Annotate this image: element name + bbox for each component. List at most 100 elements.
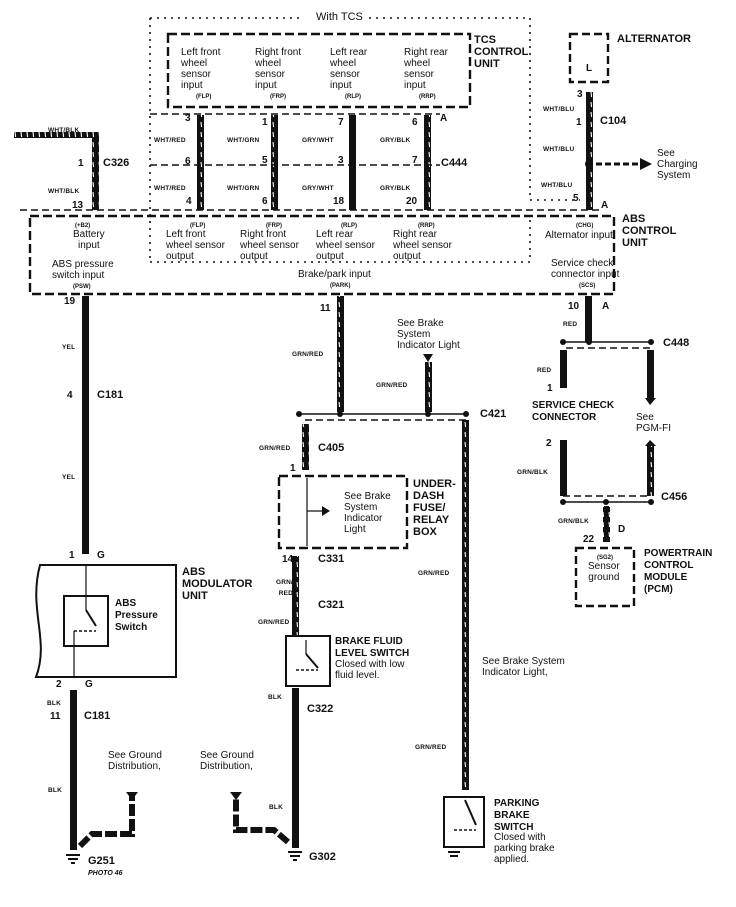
pgm-fi-arrow-icon: [645, 398, 656, 405]
see-charging-system: See Charging System: [657, 148, 698, 181]
wire-color: BLK: [268, 694, 282, 701]
tcs-pin: 4: [186, 196, 192, 207]
pin: 1: [547, 383, 553, 394]
wire-color: RED: [537, 367, 552, 374]
underdash-fuse-box: [277, 474, 409, 550]
parking-brake-wire: [462, 420, 469, 790]
pin: 22: [583, 534, 595, 545]
pin: 2: [56, 679, 62, 690]
see-ground-distribution: See Ground Distribution,: [108, 750, 162, 772]
tcs-input-rrp: Right rear wheel sensor input: [404, 47, 448, 91]
abs-alt-code: (CHG): [576, 223, 594, 229]
pin: 4: [67, 390, 73, 401]
wire-color: WHT/GRN: [227, 137, 260, 144]
abs-output-code: (FLP): [190, 223, 206, 229]
tcs-pin: 3: [185, 113, 191, 124]
wire-color: GRN/RED: [418, 570, 450, 577]
abs-alt-label: Alternator input: [545, 230, 613, 241]
pin: 1: [69, 550, 75, 561]
service-check-connector-name: SERVICE CHECK CONNECTOR: [532, 400, 615, 423]
pin: 11: [320, 303, 331, 314]
tcs-pin: 6: [412, 117, 418, 128]
connector-c456: C456: [661, 491, 688, 503]
tcs-input-rlp-code: (RLP): [345, 94, 361, 100]
tcs-pin: 3: [338, 155, 344, 166]
splice-dot: [585, 160, 593, 168]
photo-ref: PHOTO 46: [88, 870, 123, 877]
ground-g251-icon: [66, 854, 80, 864]
abs-battery-code: (+B2): [75, 223, 91, 229]
connector-c322: C322: [307, 703, 334, 715]
fuse-see-brake: See Brake System Indicator Light: [344, 491, 391, 535]
abs-pressure-label: ABS pressure switch input: [52, 259, 114, 281]
brake-park-wire: [337, 296, 344, 412]
connector-c104: C104: [600, 115, 627, 127]
wire-color: GRY/BLK: [380, 137, 411, 144]
abs-output-code: (FRP): [266, 223, 282, 229]
ground-g251: G251: [88, 855, 115, 867]
wire-color: RED: [563, 321, 578, 328]
abs-output-frp: Right front wheel sensor output: [240, 229, 299, 262]
abs-modulator-outline: [34, 564, 177, 678]
connector-c444: C444: [441, 157, 468, 169]
pin: 19: [64, 296, 76, 307]
tcs-input-rlp: Left rear wheel sensor input: [330, 47, 368, 91]
wire-color: YEL: [62, 474, 76, 481]
brake-fluid-switch-name: BRAKE FLUID LEVEL SWITCH: [335, 636, 410, 659]
pin-letter: G: [97, 550, 105, 561]
tcs-input-frp: Right front wheel sensor input: [255, 47, 302, 91]
abs-control-unit-box: [28, 214, 616, 296]
see-ground-distribution: See Ground Distribution,: [200, 750, 254, 772]
ground-distribution-wire-right: [233, 796, 290, 845]
ground-g302: G302: [309, 851, 336, 863]
wire-color: WHT/BLU: [541, 182, 573, 189]
pcm-sensor-ground: Sensor ground: [588, 561, 620, 583]
wire-color: GRN/RED: [292, 351, 324, 358]
charging-arrow-icon: [640, 158, 652, 170]
pin: 2: [546, 438, 552, 449]
connector-c181: C181: [97, 389, 124, 401]
abs-unit-name: ABS CONTROL UNIT: [622, 213, 677, 249]
alternator-terminal: L: [586, 63, 593, 74]
parking-brake-switch-box: [443, 796, 485, 848]
pcm-code: (SG2): [597, 555, 614, 561]
wire-color: BLK: [48, 787, 62, 794]
see-pgm-fi: See PGM-FI: [636, 412, 671, 434]
wire-color: YEL: [62, 344, 76, 351]
tcs-input-rrp-code: (RRP): [419, 94, 436, 100]
tcs-control-unit-box: [166, 32, 472, 109]
wire-color: GRN/BLK: [558, 518, 590, 525]
tcs-pin: 20: [406, 196, 418, 207]
abs-brake-code: (PARK): [330, 283, 351, 289]
underdash-fuse-name: UNDER- DASH FUSE/ RELAY BOX: [413, 478, 456, 538]
wire-color: GRN/RED: [258, 619, 290, 626]
ground-distribution-wire-left: [77, 796, 135, 849]
wire-color: GRY/BLK: [380, 185, 411, 192]
abs-pressure-switch-label: ABS Pressure Switch: [115, 598, 158, 633]
connector-c181: C181: [84, 710, 111, 722]
tcs-pin: 1: [262, 117, 268, 128]
tcs-input-flp-code: (FLP): [196, 94, 212, 100]
wire-color: BLK: [269, 804, 283, 811]
connector-c326: C326: [103, 157, 130, 169]
wire-color: BLK: [47, 700, 61, 707]
alternator-wire: [586, 92, 593, 210]
pcm-box: [574, 546, 636, 608]
connector-c421: C421: [480, 408, 507, 420]
wire-color: GRN/BLK: [517, 469, 549, 476]
wire-color: WHT/RED: [154, 137, 186, 144]
abs-scs-label: Service check connector input: [551, 258, 620, 280]
wire-color: WHT/BLU: [543, 106, 575, 113]
wire-color: GRN/RED: [259, 445, 291, 452]
pin-letter: G: [85, 679, 93, 690]
tcs-pin: 7: [338, 117, 344, 128]
brake-fluid-switch-box: [285, 635, 331, 687]
alternator-pin: 1: [576, 117, 582, 128]
wire-color: WHT/RED: [154, 185, 186, 192]
tcs-input-flp: Left front wheel sensor input: [181, 47, 221, 91]
battery-pin: 13: [72, 200, 84, 211]
ground-see-arrow-icon: [126, 792, 138, 800]
wire-color: GRY/WHT: [302, 185, 334, 192]
alternator-pin: 5: [573, 193, 579, 204]
abs-scs-code: (SCS): [579, 283, 596, 289]
